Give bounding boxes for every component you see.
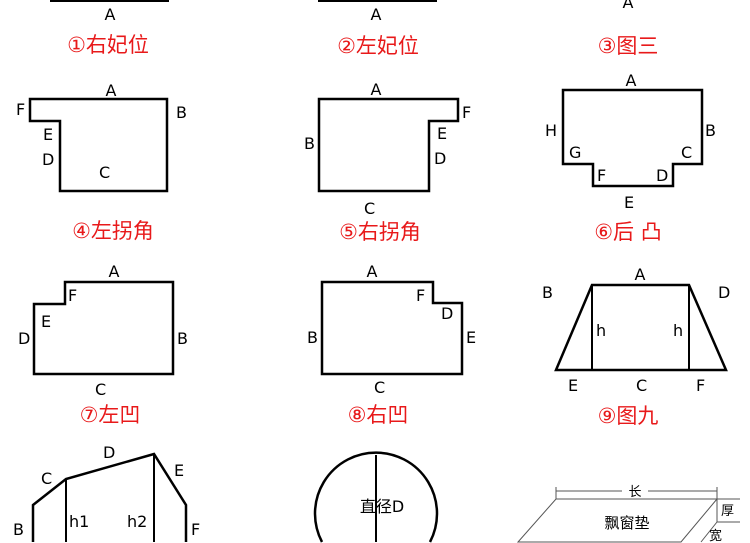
fig12-label-length: 长 <box>628 485 641 500</box>
caption-4: ④左拐角 <box>72 219 154 243</box>
fig4-label-a: A <box>106 81 117 100</box>
fig9-label-h-right: h <box>673 321 683 340</box>
fig8-shape <box>320 280 464 376</box>
caption-8: ⑧右凹 <box>348 403 409 427</box>
fig10-label-c: C <box>41 469 52 488</box>
fig12-label-width: 宽 <box>709 528 722 543</box>
fig7-label-d: D <box>18 329 30 348</box>
fig8-label-c: C <box>374 378 385 397</box>
fig5-label-b: B <box>304 134 315 153</box>
fig5-label-e: E <box>437 124 447 143</box>
fig11-label: 直径D <box>360 497 404 516</box>
fig8-label-d: D <box>441 304 453 323</box>
fig5-shape <box>317 97 460 193</box>
fig4-label-e: E <box>43 125 53 144</box>
fig7-label-b: B <box>177 329 188 348</box>
fig12-label: 飘窗垫 <box>604 514 649 532</box>
fig10-label-h1: h1 <box>69 512 89 531</box>
fig5-label-c: C <box>364 199 375 218</box>
fig6-label-b: B <box>705 121 716 140</box>
fig9-label-b: B <box>542 283 553 302</box>
fig9-label-d: D <box>718 283 730 302</box>
fig5-label-f: F <box>462 103 471 122</box>
fig10-label-f: F <box>191 520 200 539</box>
fig10-shape <box>31 452 188 542</box>
fig9-label-e: E <box>568 376 578 395</box>
fig6-label-a: A <box>626 71 637 90</box>
fig9-label-h-left: h <box>596 321 606 340</box>
fig3-label-a: A <box>623 0 634 12</box>
fig4-label-c: C <box>99 163 110 182</box>
fig4-label-b: B <box>176 103 187 122</box>
fig12-label-thickness: 厚 <box>721 504 734 519</box>
fig4-label-d: D <box>42 150 54 169</box>
caption-3: ③图三 <box>598 34 659 58</box>
fig6-label-e: E <box>624 193 634 212</box>
fig7-label-f: F <box>68 286 77 305</box>
fig8-label-e: E <box>466 328 476 347</box>
fig7-label-c: C <box>95 380 106 399</box>
fig10-label-b: B <box>13 520 24 539</box>
fig4-shape <box>28 97 169 193</box>
fig10-label-e: E <box>174 461 184 480</box>
caption-6: ⑥后 凸 <box>594 220 662 244</box>
fig4-label-f: F <box>16 100 25 119</box>
fig7-shape <box>32 280 175 376</box>
fig7-label-a: A <box>109 262 120 281</box>
fig2-label-a: A <box>371 5 382 24</box>
fig12-side-edge <box>700 521 718 543</box>
fig9-label-a: A <box>635 265 646 284</box>
fig8-label-b: B <box>307 328 318 347</box>
caption-1: ①右妃位 <box>67 33 149 57</box>
fig6-label-d: D <box>656 166 668 185</box>
fig8-label-f: F <box>416 286 425 305</box>
fig11-circle <box>313 451 439 543</box>
fig9-label-f: F <box>696 376 705 395</box>
fig6-label-g: G <box>569 143 581 162</box>
fig5-label-d: D <box>434 149 446 168</box>
fig7-label-e: E <box>41 312 51 331</box>
caption-5: ⑤右拐角 <box>339 220 421 244</box>
fig6-label-c: C <box>681 143 692 162</box>
fig6-shape <box>561 88 704 188</box>
fig10-label-h2: h2 <box>127 512 147 531</box>
caption-2: ②左妃位 <box>337 34 419 58</box>
fig8-label-a: A <box>367 262 378 281</box>
caption-7: ⑦左凹 <box>80 403 141 427</box>
fig12-cushion-top <box>516 498 719 543</box>
fig9-label-c: C <box>636 376 647 395</box>
fig1-label-a: A <box>105 5 116 24</box>
fig5-label-a: A <box>371 80 382 99</box>
caption-9: ⑨图九 <box>598 404 659 428</box>
fig6-label-h: H <box>545 121 557 140</box>
fig6-label-f: F <box>597 166 606 185</box>
fig10-label-d: D <box>103 443 115 462</box>
fig9-shape <box>554 283 728 372</box>
